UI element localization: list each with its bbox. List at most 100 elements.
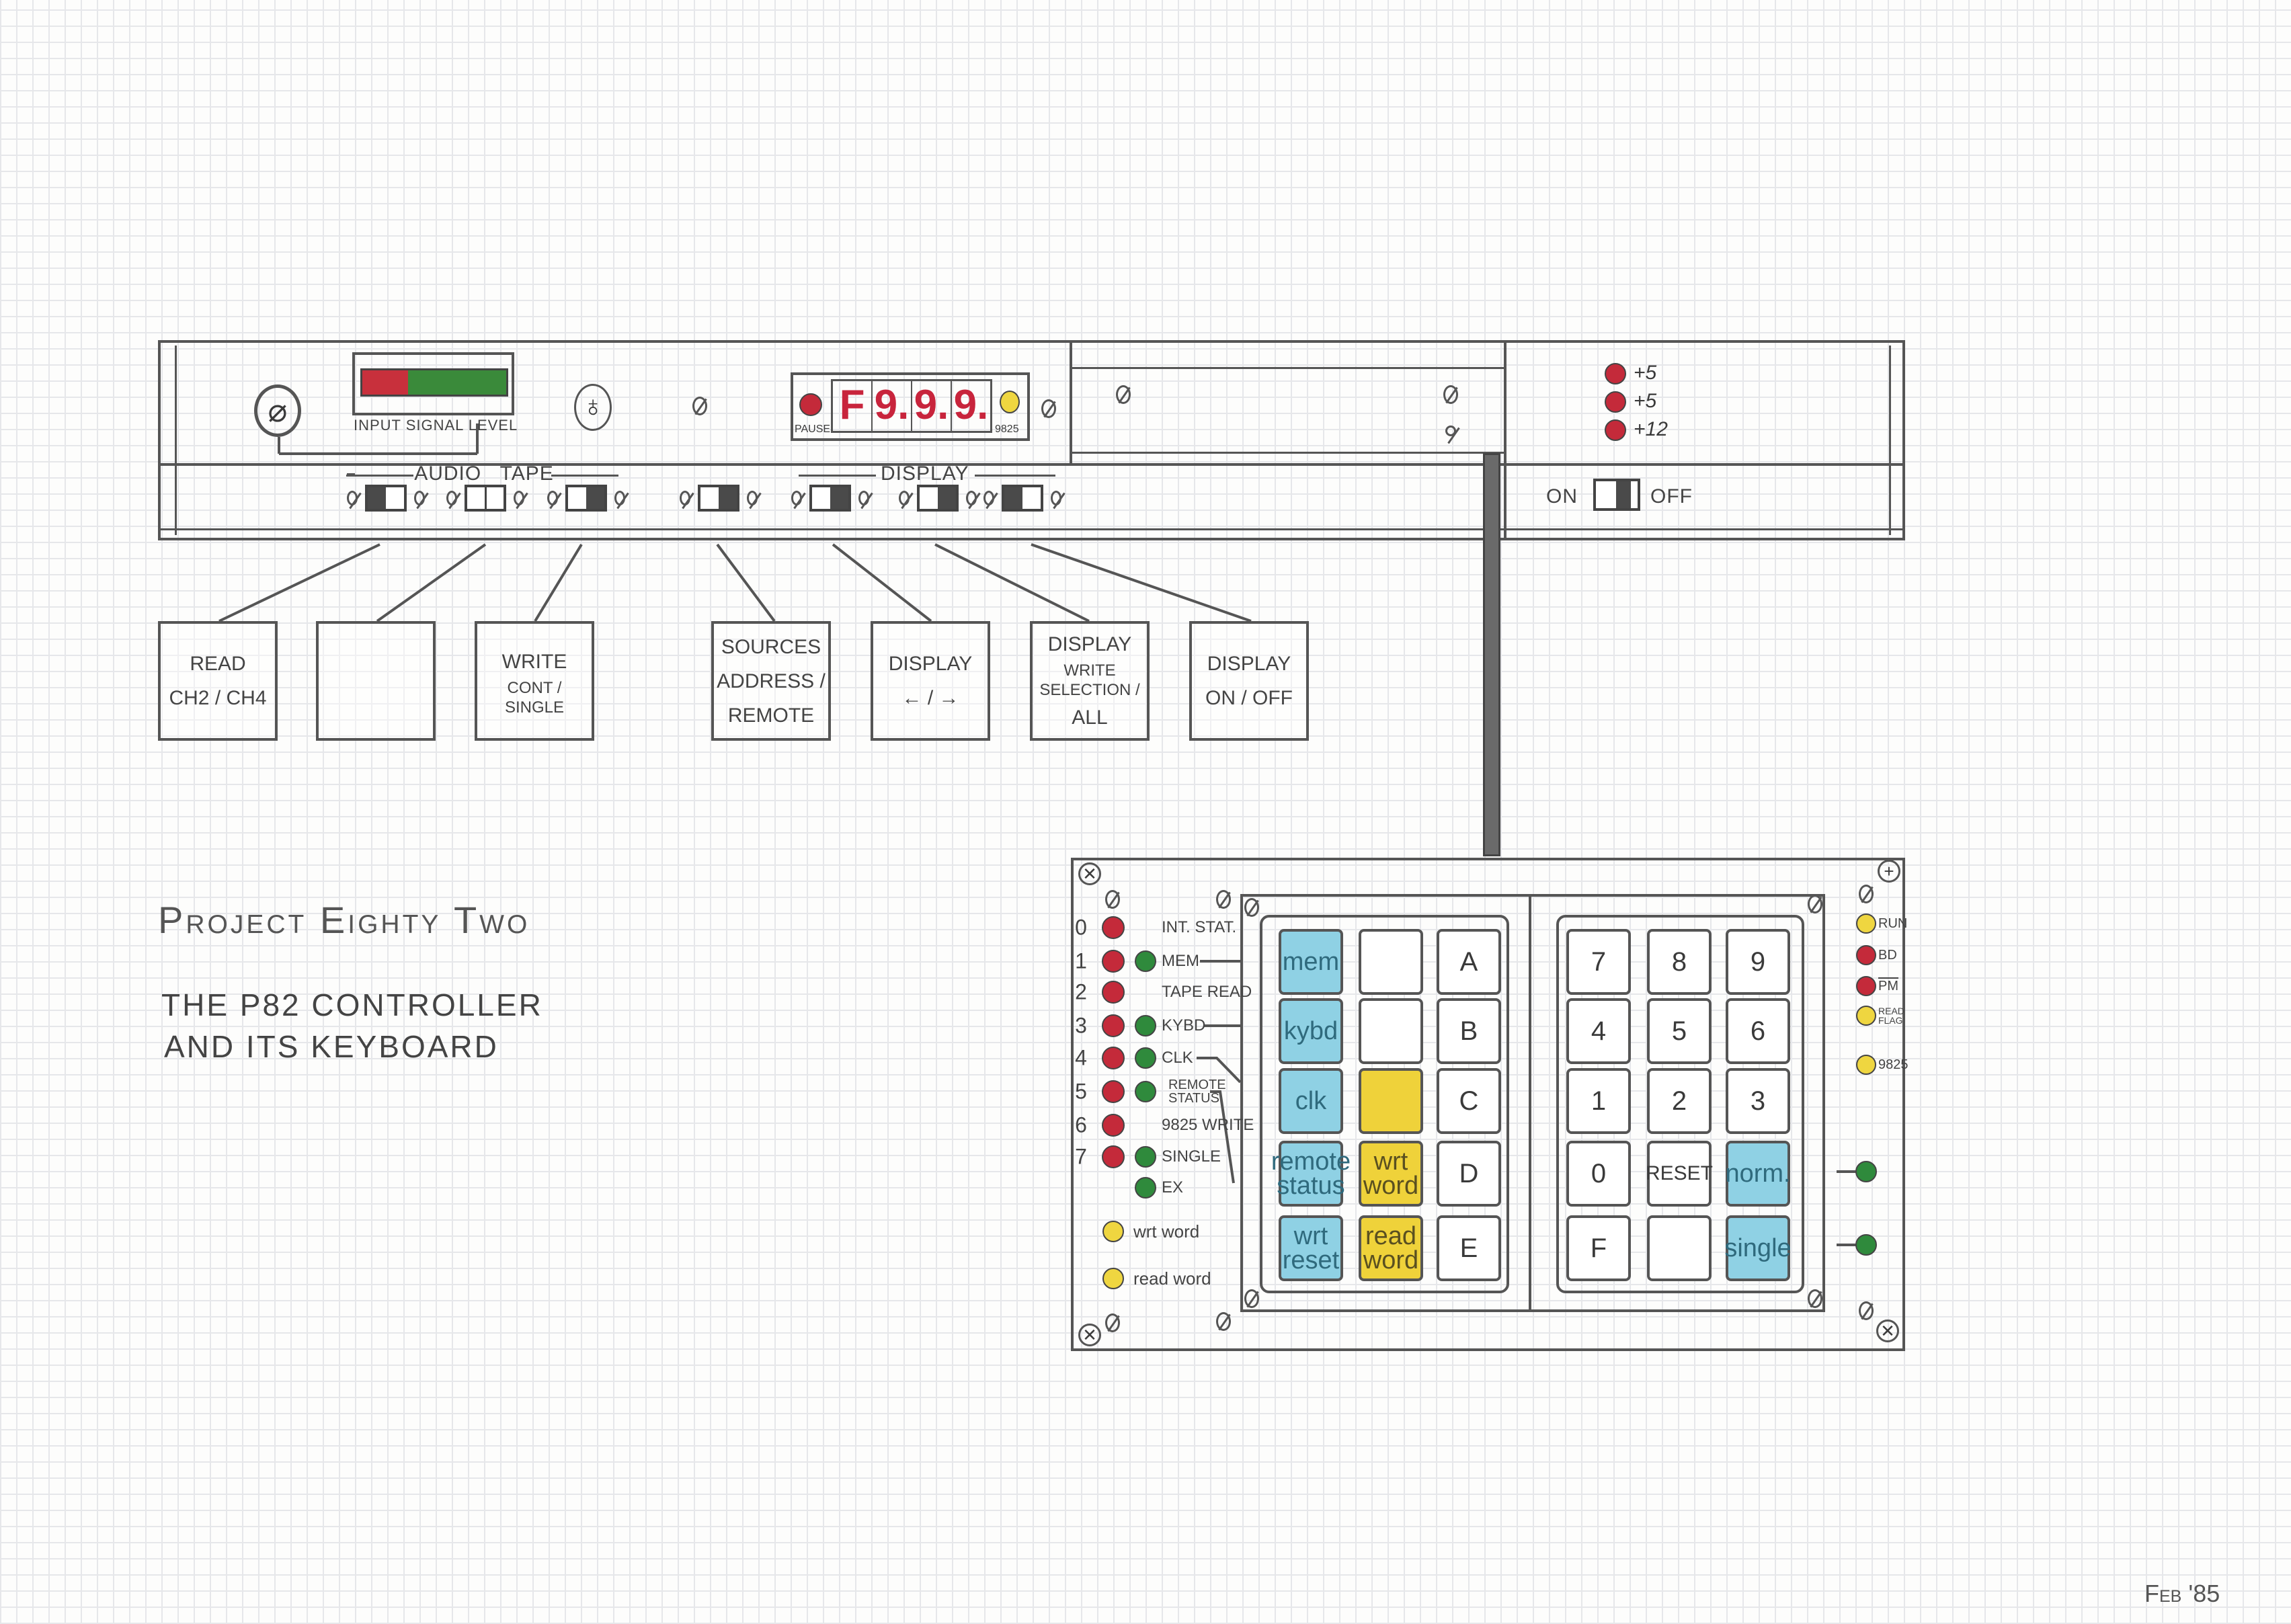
- yellow-led: [1856, 1055, 1876, 1075]
- switch-half: [938, 487, 956, 509]
- key-2[interactable]: 2: [1647, 1068, 1712, 1134]
- key-read-word[interactable]: read word: [1359, 1215, 1423, 1281]
- led-label: MEM: [1162, 952, 1199, 970]
- key-0[interactable]: 0: [1566, 1141, 1631, 1207]
- digit-2: 9.: [873, 381, 912, 431]
- yellow-led: [1102, 1268, 1124, 1289]
- switch-label-text: All: [1072, 706, 1108, 729]
- screw-icon: [614, 491, 625, 505]
- switch-label-text: Address /: [717, 669, 826, 692]
- green-led: [1135, 1015, 1156, 1037]
- red-led: [1102, 1014, 1125, 1037]
- key-a[interactable]: A: [1437, 929, 1501, 995]
- key-5[interactable]: 5: [1647, 998, 1712, 1064]
- red-led: [1856, 976, 1876, 996]
- led-number: 5: [1075, 1079, 1087, 1104]
- pause-label: PAUSE: [795, 423, 831, 435]
- screw-icon: [966, 491, 977, 505]
- led-number: 7: [1075, 1144, 1087, 1169]
- key-9[interactable]: 9: [1726, 929, 1790, 995]
- key-f[interactable]: F: [1566, 1215, 1631, 1281]
- key-wrt-word[interactable]: wrt word: [1359, 1141, 1423, 1207]
- switch-half: [568, 487, 586, 509]
- screw-icon: [680, 491, 690, 505]
- key-right-blank-4-1[interactable]: [1647, 1215, 1712, 1281]
- red-led: [1102, 916, 1125, 939]
- key-single[interactable]: single: [1724, 1215, 1792, 1281]
- key-remote-status[interactable]: remote status: [1271, 1141, 1351, 1207]
- audio-tape-label: Audio Tape: [414, 462, 554, 485]
- digit-3: 9.: [912, 381, 952, 431]
- led-label: BD: [1878, 948, 1897, 963]
- led-label: wrt word: [1133, 1221, 1200, 1242]
- screw-icon: [899, 491, 910, 505]
- power-switch[interactable]: [1593, 479, 1640, 511]
- switch-label-box: Display← / →: [871, 621, 990, 741]
- toggle-switch-read[interactable]: [365, 485, 407, 512]
- key-mem[interactable]: mem: [1279, 929, 1343, 995]
- key-norm-[interactable]: norm.: [1725, 1141, 1791, 1207]
- power-led-label: +5: [1634, 390, 1657, 412]
- key-kybd[interactable]: kybd: [1279, 998, 1343, 1064]
- keyboard-cable: [1483, 453, 1500, 856]
- gain-knob[interactable]: ⌀: [254, 384, 301, 437]
- key-4[interactable]: 4: [1566, 998, 1631, 1064]
- key-left-blank-2-1[interactable]: [1359, 1068, 1423, 1134]
- screw-icon: [446, 491, 457, 505]
- switch-label-text: Cont / Single: [504, 678, 565, 717]
- mode-indicator-led: [1855, 1161, 1877, 1182]
- toggle-switch-write[interactable]: [565, 485, 607, 512]
- led-label: KYBD: [1162, 1016, 1206, 1034]
- power-off-label: OFF: [1650, 485, 1693, 508]
- toggle-switch-display-write[interactable]: [917, 485, 959, 512]
- led-label: INT. STAT.: [1162, 918, 1237, 936]
- green-led: [1135, 1047, 1156, 1069]
- toggle-switch-source[interactable]: [698, 485, 739, 512]
- key-8[interactable]: 8: [1647, 929, 1712, 995]
- red-led: [1102, 1080, 1125, 1103]
- key-c[interactable]: C: [1437, 1068, 1501, 1134]
- key-clk[interactable]: clk: [1279, 1068, 1343, 1134]
- power-led: [1605, 363, 1626, 384]
- power-on-label: ON: [1546, 485, 1578, 508]
- led-number: 4: [1075, 1045, 1087, 1070]
- switch-label-text: CH2 / CH4: [169, 687, 267, 709]
- led-label: PM: [1878, 979, 1898, 993]
- toggle-switch-display-dir[interactable]: [809, 485, 851, 512]
- power-led-label: +12: [1634, 418, 1668, 440]
- key-3[interactable]: 3: [1726, 1068, 1790, 1134]
- screw-icon: [414, 491, 425, 505]
- green-led: [1135, 1146, 1156, 1168]
- project-title: Project Eighty Two: [158, 899, 530, 941]
- key-b[interactable]: B: [1437, 998, 1501, 1064]
- screw-icon: [983, 491, 994, 505]
- led-number: 1: [1075, 948, 1087, 973]
- screw-icon: [858, 491, 869, 505]
- level-knob[interactable]: ♁: [574, 384, 612, 431]
- meter-bar: [360, 368, 508, 397]
- led-label: 9825: [1878, 1057, 1908, 1072]
- screw-icon: [347, 491, 358, 505]
- key-7[interactable]: 7: [1566, 929, 1631, 995]
- switch-label-box: [316, 621, 436, 741]
- key-1[interactable]: 1: [1566, 1068, 1631, 1134]
- led-label: CLK: [1162, 1049, 1193, 1067]
- led-number: 0: [1075, 915, 1087, 940]
- red-led: [1102, 981, 1125, 1004]
- 9825-led: [1000, 391, 1020, 413]
- key-e[interactable]: E: [1437, 1215, 1501, 1281]
- key-wrt-reset[interactable]: wrt reset: [1279, 1215, 1343, 1281]
- led-label: REMOTE STATUS: [1168, 1078, 1226, 1106]
- key-reset[interactable]: RESET: [1646, 1141, 1713, 1207]
- key-6[interactable]: 6: [1726, 998, 1790, 1064]
- toggle-switch-display-onoff[interactable]: [1002, 485, 1043, 512]
- key-left-blank-1-1[interactable]: [1359, 998, 1423, 1064]
- toggle-switch-blank[interactable]: [465, 485, 506, 512]
- key-d[interactable]: D: [1437, 1141, 1501, 1207]
- led-label: READ FLAG: [1878, 1006, 1904, 1026]
- mode-indicator-led: [1855, 1234, 1877, 1256]
- switch-label-text: Display: [1047, 633, 1132, 656]
- key-left-blank-0-1[interactable]: [1359, 929, 1423, 995]
- switch-half: [812, 487, 830, 509]
